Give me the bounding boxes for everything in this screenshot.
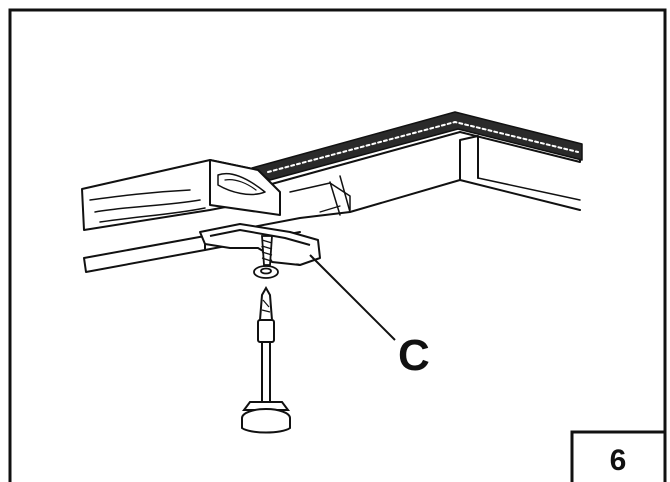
diagram-border [8,8,667,482]
screwdriver [241,285,291,434]
callout-label: C [398,331,430,380]
screw [253,235,279,279]
callout-leader-line [309,254,396,341]
step-number: 6 [610,444,627,477]
step-number-box [570,430,667,482]
fixing-clip [199,223,321,266]
